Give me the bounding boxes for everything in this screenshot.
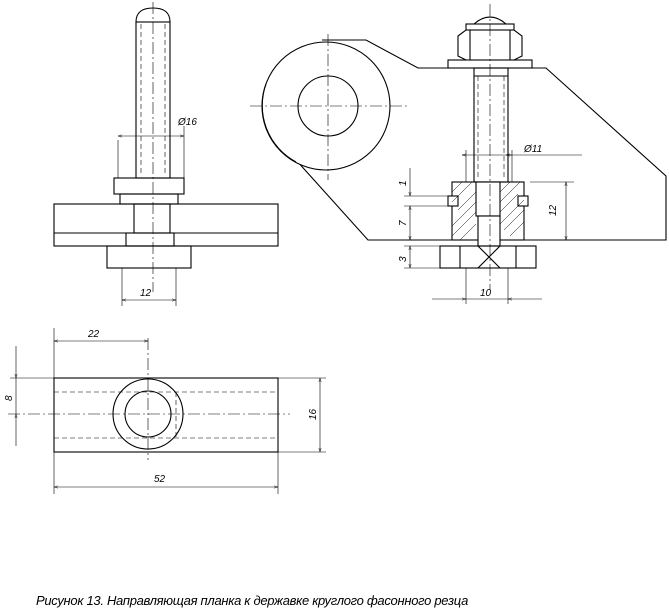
dim-height-12: 12 xyxy=(548,204,559,216)
dim-height-16: 16 xyxy=(308,408,319,420)
dim-width-12: 12 xyxy=(140,288,152,299)
front-view-left: Ø16 12 xyxy=(53,2,279,306)
dim-width-10: 10 xyxy=(480,288,492,299)
dim-diameter-16: Ø16 xyxy=(177,117,197,128)
dim-diameter-11: Ø11 xyxy=(523,144,542,155)
plan-view-bottom: 22 8 16 52 xyxy=(4,328,326,494)
dim-height-1: 1 xyxy=(398,180,409,186)
dim-height-7: 7 xyxy=(398,220,409,226)
side-view-right: Ø11 12 1 7 3 10 xyxy=(250,4,667,304)
dim-height-8: 8 xyxy=(4,395,15,401)
dim-length-22: 22 xyxy=(87,329,100,340)
dim-length-52: 52 xyxy=(154,474,166,485)
figure-caption: Рисунок 13. Направляющая планка к держав… xyxy=(36,593,468,608)
dim-height-3: 3 xyxy=(398,256,409,262)
